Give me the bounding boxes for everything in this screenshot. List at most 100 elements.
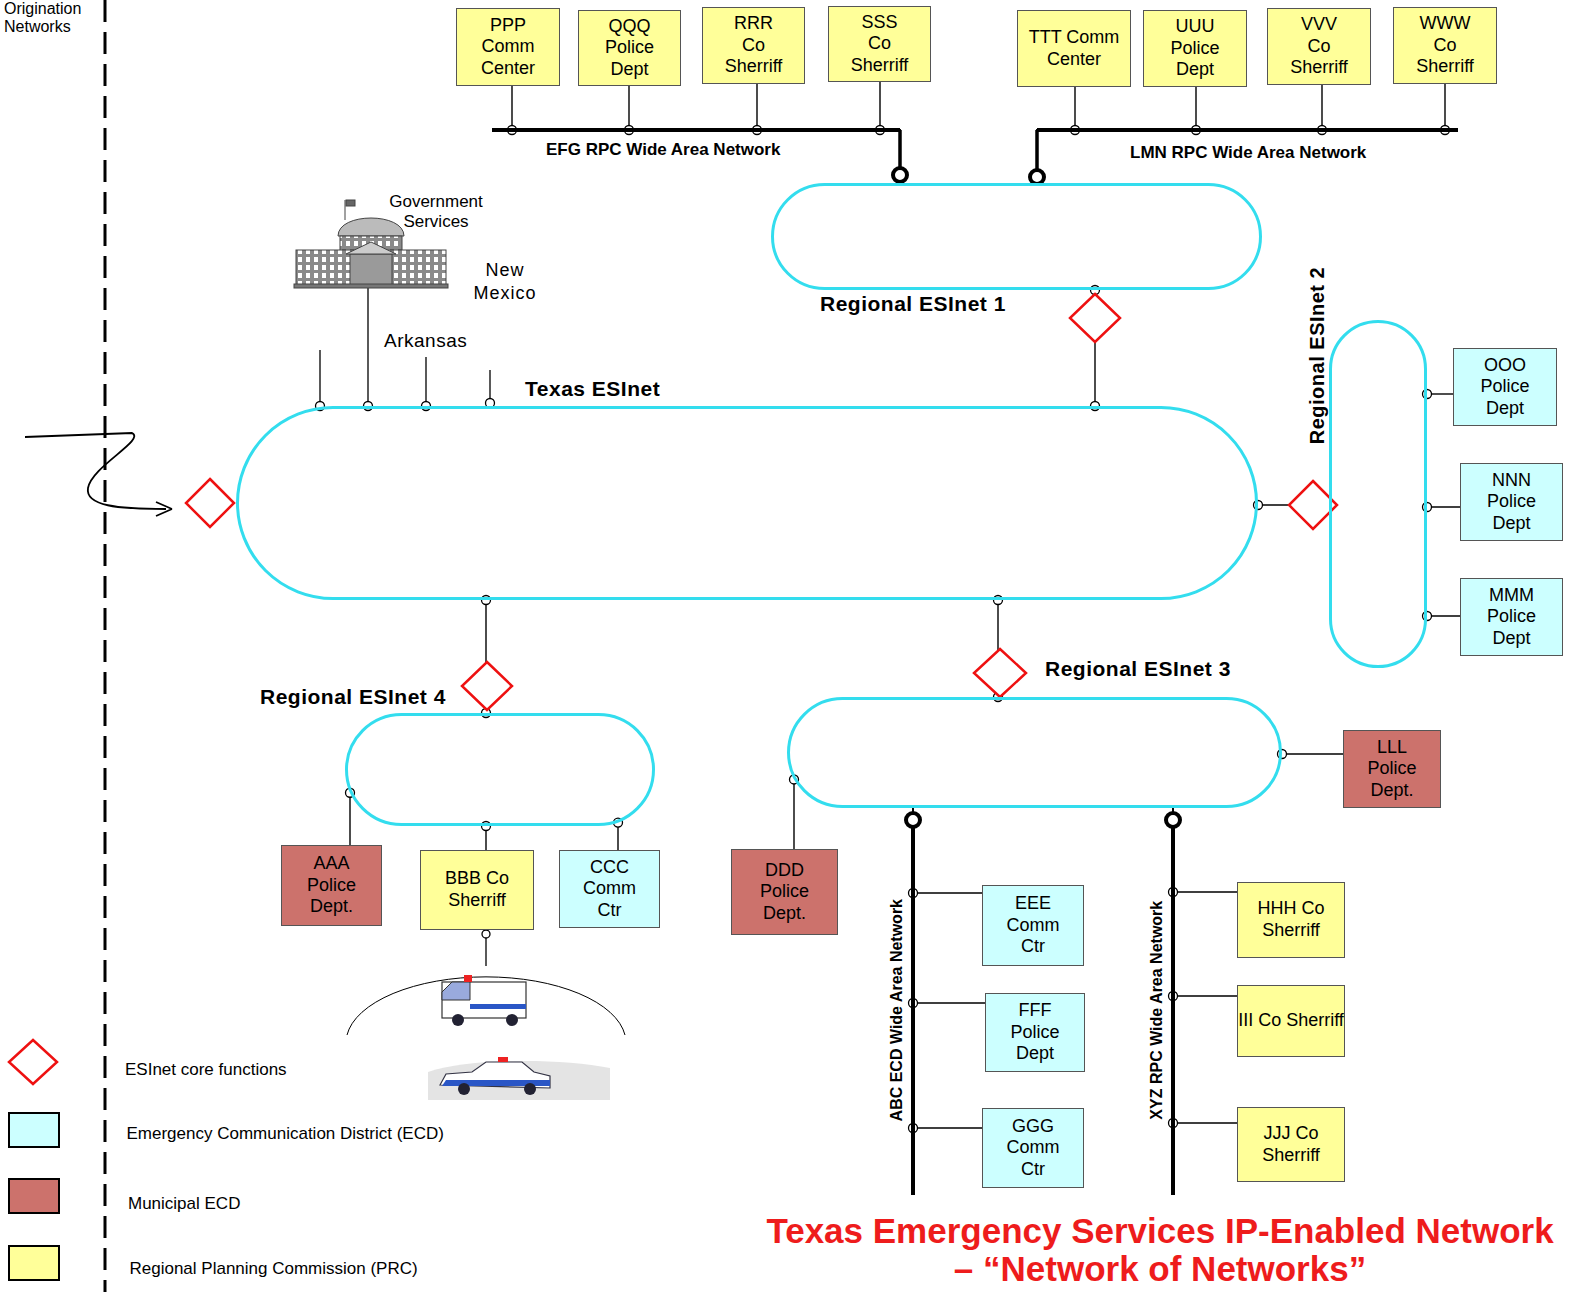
tap-point [1423, 612, 1432, 621]
legend-text: Regional Planning Commission (PRC) [130, 1259, 418, 1279]
box-text: III Co Sherriff [1238, 1010, 1344, 1032]
legend-swatch [8, 1112, 60, 1148]
box-text: WWW Co Sherriff [1416, 13, 1474, 78]
annotation-label: Government Services [380, 192, 492, 233]
annotation-label: Arkansas [384, 330, 467, 352]
network-link [1037, 87, 1075, 183]
box-text: VVV Co Sherriff [1290, 14, 1348, 79]
esinet-ring: Regional ESInet 2 [1329, 320, 1427, 668]
agency-box: NNN Police Dept [1460, 463, 1563, 541]
box-text: NNN Police Dept [1487, 470, 1536, 535]
esinet-ring: Regional ESInet 3 [787, 697, 1282, 808]
agency-box: GGG Comm Ctr [982, 1108, 1084, 1188]
agency-box: UUU Police Dept [1143, 10, 1247, 87]
agency-box: DDD Police Dept. [731, 849, 838, 935]
box-text: AAA Police Dept. [307, 853, 356, 918]
legend-swatch [8, 1178, 60, 1214]
network-link [1173, 808, 1237, 892]
esinet-ring: Regional ESInet 1 [771, 183, 1262, 290]
core-function-diamond [9, 294, 1337, 1084]
ring-label: Regional ESInet 1 [820, 292, 1006, 316]
esinet-ring: Texas ESInet [236, 406, 1258, 600]
agency-box: AAA Police Dept. [281, 845, 382, 926]
tap-point [482, 596, 491, 605]
agency-box: FFF Police Dept [985, 993, 1085, 1072]
network-link [1282, 754, 1343, 755]
network-link [913, 808, 985, 1003]
tap-point [790, 775, 799, 784]
agency-box: EEE Comm Ctr [982, 885, 1084, 966]
agency-box: MMM Police Dept [1460, 578, 1563, 656]
ring-label: Texas ESInet [525, 377, 660, 401]
agency-box: VVV Co Sherriff [1267, 8, 1371, 85]
legend-swatch [8, 1245, 60, 1281]
network-link [757, 84, 900, 183]
tap-point [346, 788, 355, 797]
tap-point [482, 822, 491, 831]
diagram-title: Texas Emergency Services IP-Enabled Netw… [760, 1212, 1560, 1288]
box-text: QQQ Police Dept [605, 16, 654, 81]
network-link [350, 793, 351, 845]
agency-box: LLL Police Dept. [1343, 730, 1441, 808]
agency-box: CCC Comm Ctr [559, 850, 660, 928]
network-link [913, 808, 982, 893]
tap-point [1423, 390, 1432, 399]
tap-point [1423, 503, 1432, 512]
agency-box: OOO Police Dept [1453, 348, 1557, 426]
annotation-label: LMN RPC Wide Area Network [1130, 143, 1366, 163]
network-link [913, 808, 982, 1128]
agency-box: III Co Sherriff [1237, 985, 1345, 1057]
box-text: CCC Comm Ctr [583, 857, 636, 922]
annotation-label: Origination Networks [4, 0, 104, 37]
box-text: GGG Comm Ctr [1007, 1116, 1060, 1181]
bus-label: ABC ECD Wide Area Network [888, 899, 906, 1121]
box-text: MMM Police Dept [1487, 585, 1536, 650]
tap-point [614, 818, 623, 827]
ring-label: Regional ESInet 4 [260, 685, 446, 709]
agency-box: WWW Co Sherriff [1393, 7, 1497, 84]
box-text: OOO Police Dept [1480, 355, 1529, 420]
box-text: HHH Co Sherriff [1238, 898, 1344, 941]
agency-box: PPP Comm Center [456, 8, 560, 86]
wide-area-bus [492, 130, 1458, 1195]
vehicle-area [347, 975, 625, 1100]
network-link [1173, 808, 1237, 996]
box-text: LLL Police Dept. [1367, 737, 1416, 802]
network-link [794, 779, 795, 849]
box-text: SSS Co Sherriff [851, 12, 909, 77]
annotation-label: New Mexico [460, 259, 550, 306]
esinet-ring: Regional ESInet 4 [345, 713, 655, 826]
tap-point [994, 596, 1003, 605]
agency-box: HHH Co Sherriff [1237, 882, 1345, 958]
box-text: BBB Co Sherriff [421, 868, 533, 911]
network-link [512, 86, 900, 183]
box-text: RRR Co Sherriff [725, 13, 783, 78]
agency-box: JJJ Co Sherriff [1237, 1107, 1345, 1182]
network-link [1037, 87, 1196, 183]
box-text: EEE Comm Ctr [1007, 893, 1060, 958]
bus-label: XYZ RPC Wide Area Network [1148, 901, 1166, 1120]
incoming-arrow [25, 433, 166, 509]
network-link [1037, 84, 1445, 183]
network-link [1173, 808, 1237, 1123]
box-text: UUU Police Dept [1170, 16, 1219, 81]
network-link [1037, 85, 1322, 183]
boundary-line [104, 0, 107, 1292]
network-link [629, 86, 900, 183]
agency-box: QQQ Police Dept [578, 10, 681, 86]
legend-text: Emergency Communication District (ECD) [127, 1124, 444, 1144]
box-text: FFF Police Dept [1010, 1000, 1059, 1065]
agency-box: RRR Co Sherriff [702, 7, 805, 84]
box-text: TTT Comm Center [1018, 27, 1130, 70]
box-text: DDD Police Dept. [760, 860, 809, 925]
ring-label: Regional ESInet 3 [1045, 657, 1231, 681]
agency-box: BBB Co Sherriff [420, 850, 534, 930]
agency-box: TTT Comm Center [1017, 10, 1131, 87]
ring-label: Regional ESInet 2 [1306, 266, 1329, 443]
agency-box: SSS Co Sherriff [828, 6, 931, 82]
legend-text: Municipal ECD [128, 1194, 240, 1214]
